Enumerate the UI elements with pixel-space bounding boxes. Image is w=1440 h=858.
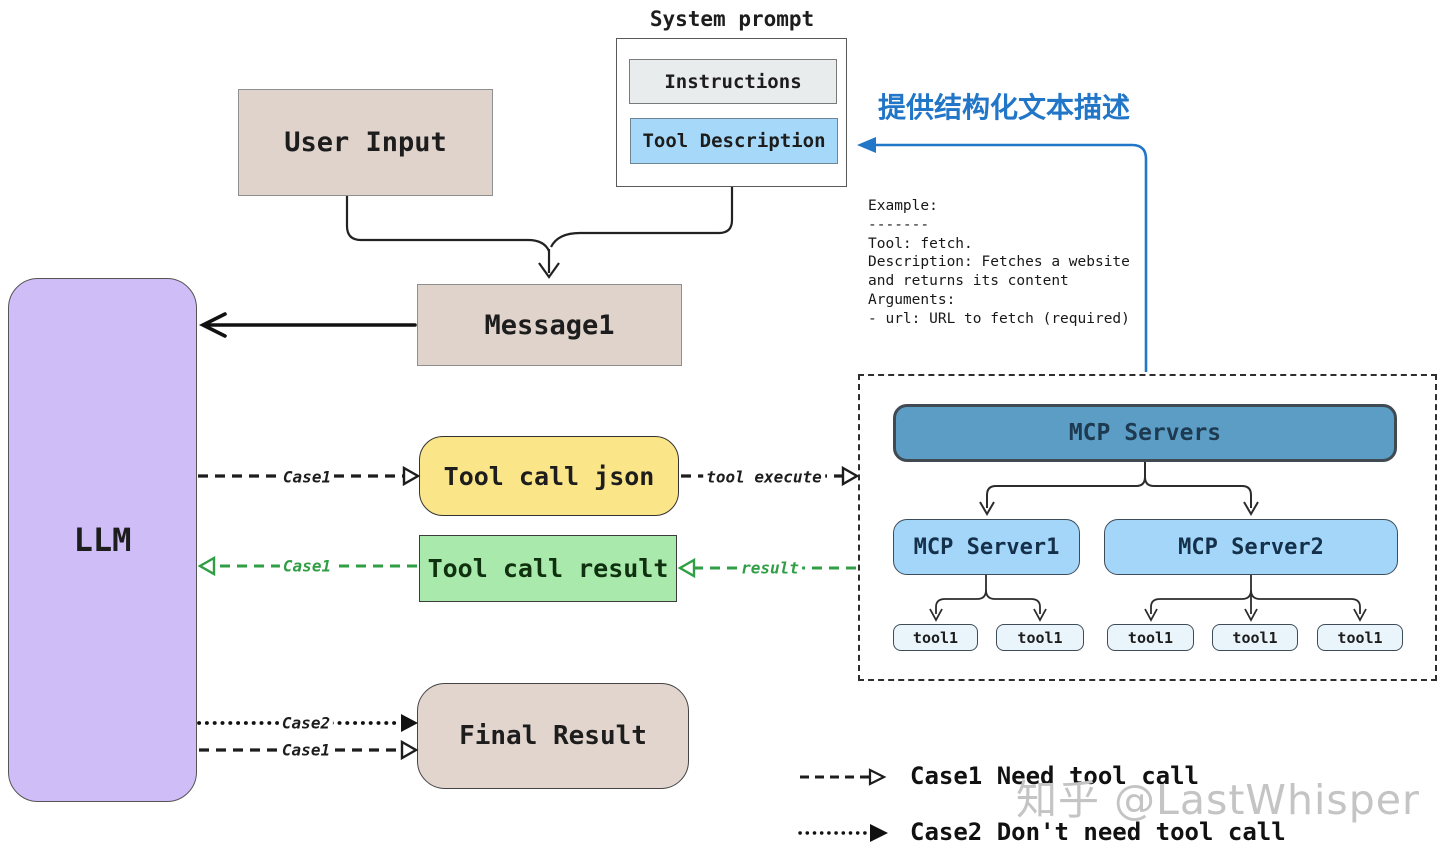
tool-call-json-box: Tool call json: [419, 436, 679, 516]
example-line: and returns its content: [868, 273, 1069, 290]
arrow-message1-llm: [198, 312, 417, 338]
edge-label-result: result: [738, 558, 802, 578]
tool-call-result-box: Tool call result: [419, 535, 677, 602]
instructions-box: Instructions: [629, 59, 837, 104]
mcp-server2-box: MCP Server2: [1104, 519, 1398, 575]
mcp-server1-box: MCP Server1: [893, 519, 1080, 575]
example-text: Example: ------- Tool: fetch. Descriptio…: [868, 197, 1130, 329]
edge-label-case1-final: Case1: [278, 740, 334, 760]
edge-label-tool-execute: tool execute: [703, 467, 825, 487]
legend-case1-label: Case1 Need tool call: [910, 762, 1199, 790]
example-line: Arguments:: [868, 291, 956, 308]
example-line: Example:: [868, 198, 938, 214]
mcp-servers-header: MCP Servers: [893, 404, 1397, 462]
example-line: Tool: fetch.: [868, 235, 973, 252]
watermark: 知乎 @LastWhisper: [1016, 776, 1420, 824]
tool-box: tool1: [996, 624, 1084, 651]
final-result-box: Final Result: [417, 683, 689, 789]
legend-case2-label: Case2 Don't need tool call: [910, 818, 1286, 846]
system-prompt-title: System prompt: [649, 7, 815, 31]
tool-description-box: Tool Description: [630, 118, 838, 164]
tool-box: tool1: [1107, 624, 1194, 651]
tool-box: tool1: [893, 624, 978, 651]
edge-label-case1-llm: Case1: [279, 556, 335, 576]
tool-box: tool1: [1317, 624, 1403, 651]
llm-box: LLM: [8, 278, 197, 802]
example-line: Description: Fetches a website: [868, 254, 1130, 271]
legend-case1-arrow: [800, 768, 887, 786]
legend-case2-arrow: [798, 824, 888, 842]
edge-label-case1-json: Case1: [279, 467, 335, 487]
example-line: - url: URL to fetch (required): [868, 310, 1130, 327]
tool-box: tool1: [1212, 624, 1298, 651]
example-line: -------: [868, 216, 930, 233]
message1-box: Message1: [417, 284, 682, 366]
annotation-structured-text: 提供结构化文本描述: [878, 91, 1131, 124]
merge-connector: [345, 187, 734, 279]
edge-label-case2-final: Case2: [278, 713, 334, 733]
user-input-box: User Input: [238, 89, 493, 196]
